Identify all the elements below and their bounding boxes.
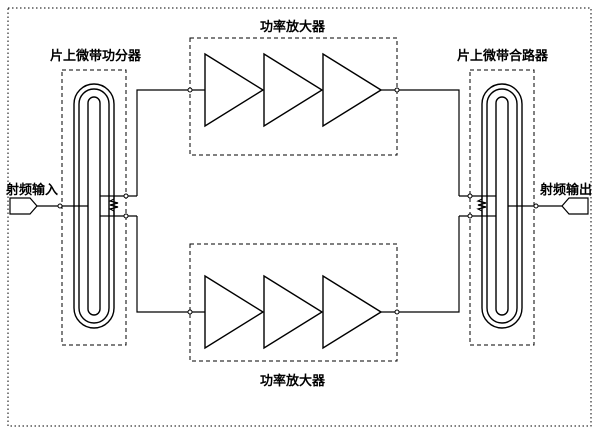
junction-markers xyxy=(57,87,539,315)
combiner-box xyxy=(469,69,535,346)
amplifier-stage-2 xyxy=(263,275,323,349)
amplifier-stage-1 xyxy=(204,275,264,349)
rf-output-port xyxy=(561,197,589,215)
bottom-branch-input-line xyxy=(136,216,205,313)
combiner-label: 片上微带合路器 xyxy=(457,49,549,64)
amplifier-box-top xyxy=(189,37,398,156)
amplifier-chain-top xyxy=(204,53,382,127)
amplifier-stage-1 xyxy=(204,53,264,127)
amplifier-box-bottom xyxy=(189,243,398,362)
top-branch-output-line xyxy=(381,89,460,196)
amplifier-label-bottom: 功率放大器 xyxy=(260,374,326,389)
outer-boundary xyxy=(7,7,592,427)
rf-input-label: 射频输入 xyxy=(6,183,59,198)
top-branch-input-line xyxy=(136,89,205,196)
amplifier-stage-2 xyxy=(263,53,323,127)
amplifier-stage-3 xyxy=(322,53,382,127)
splitter-label: 片上微带功分器 xyxy=(50,49,142,64)
amplifier-stage-3 xyxy=(322,275,382,349)
amplifier-chain-bottom xyxy=(204,275,382,349)
splitter-isolation-resistor xyxy=(108,198,119,212)
bottom-branch-output-line xyxy=(381,216,460,313)
combiner-isolation-resistor xyxy=(476,198,487,212)
rf-output-label: 射频输出 xyxy=(540,183,593,198)
amplifier-label-top: 功率放大器 xyxy=(260,20,326,35)
rf-input-port xyxy=(9,197,38,215)
